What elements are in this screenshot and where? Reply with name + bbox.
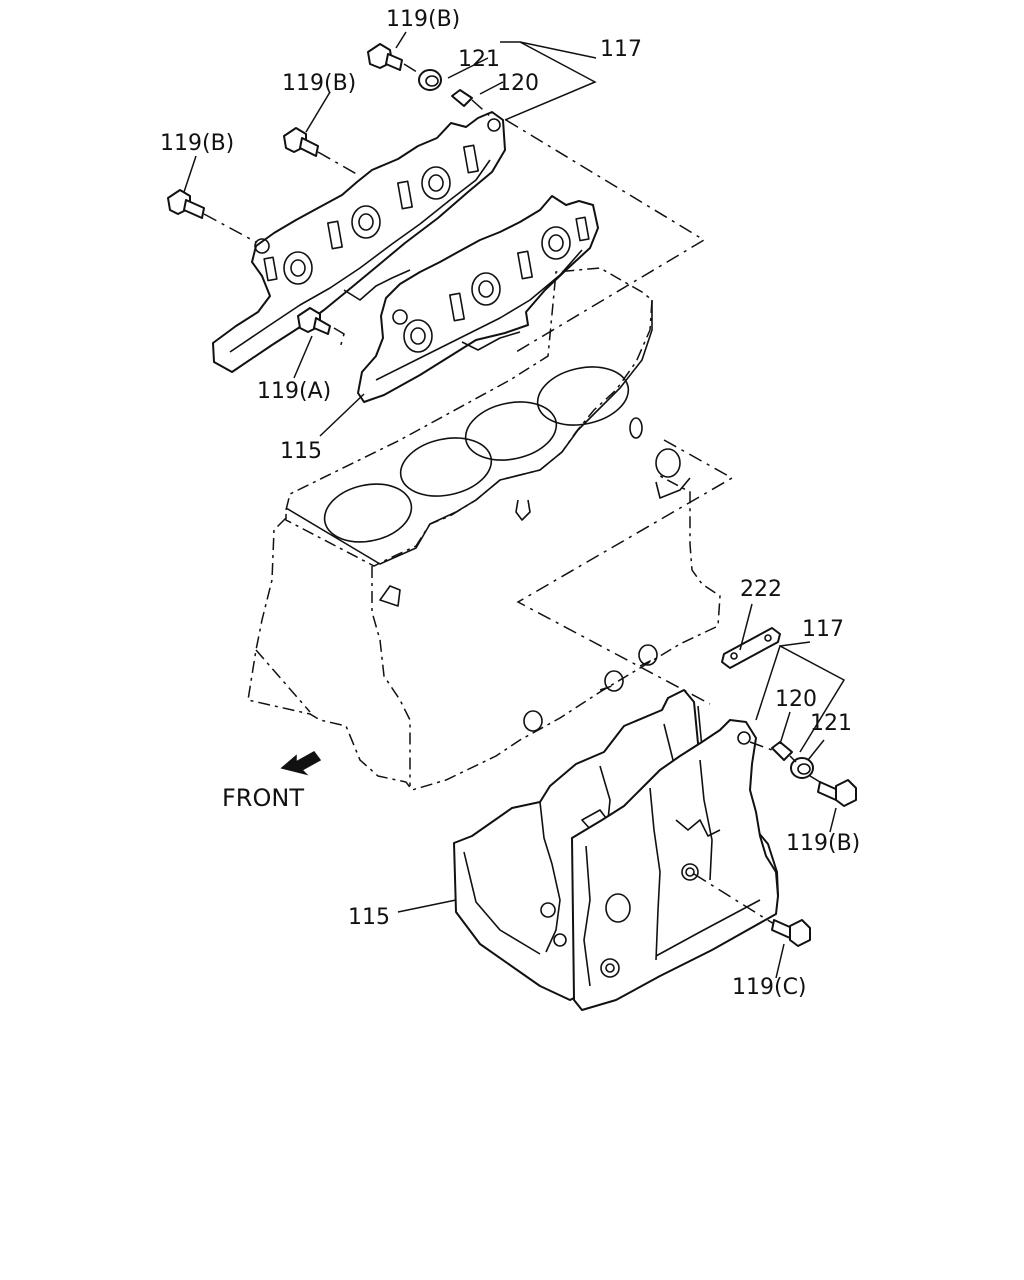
label-121-top: 121 [458, 47, 500, 72]
plug-121-top [418, 69, 442, 91]
label-119b-mid: 119(B) [282, 71, 356, 96]
upper-gasket-rear [212, 111, 506, 373]
label-117-top: 117 [600, 37, 642, 62]
label-119b-right: 119(B) [786, 831, 860, 856]
dowel-120-top [451, 89, 473, 107]
bolt-119b-mid [283, 127, 319, 157]
front-arrow-icon [280, 751, 322, 776]
lower-gasket-front [571, 719, 779, 1011]
label-115-bottom: 115 [348, 905, 390, 930]
label-121-right: 121 [810, 711, 852, 736]
bolt-119b-top [367, 43, 403, 71]
upper-gasket-front [357, 195, 599, 403]
bolt-119a [297, 307, 331, 335]
dowel-120-right [771, 741, 793, 761]
label-119b-left: 119(B) [160, 131, 234, 156]
label-119b-top: 119(B) [386, 7, 460, 32]
label-117-right: 117 [802, 617, 844, 642]
plate-222 [721, 627, 781, 669]
label-119a: 119(A) [257, 379, 331, 404]
label-222: 222 [740, 577, 782, 602]
label-front: FRONT [222, 784, 304, 812]
label-119c: 119(C) [732, 975, 807, 1000]
label-120-top: 120 [497, 71, 539, 96]
bolt-119b-left [167, 189, 205, 219]
label-120-right: 120 [775, 687, 817, 712]
plug-121-right [790, 757, 814, 779]
bolt-119c [771, 919, 811, 947]
label-115-top: 115 [280, 439, 322, 464]
bolt-119b-right [817, 779, 857, 807]
cylinder-block [247, 267, 721, 791]
